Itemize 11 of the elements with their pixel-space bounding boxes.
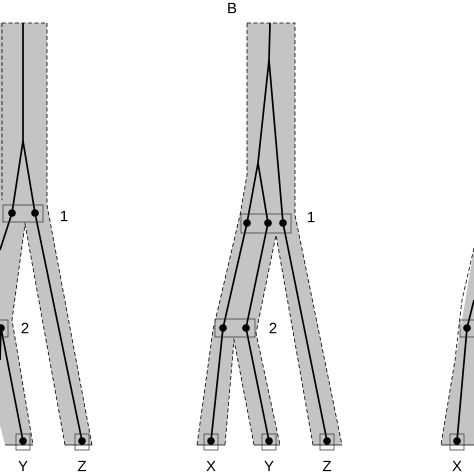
event-number: 2 (22, 322, 28, 334)
species-label: Y (264, 460, 274, 472)
panel-letter: B (228, 2, 236, 14)
event-number: 1 (60, 210, 68, 222)
event-number: 1 (308, 212, 314, 222)
event-number: 2 (270, 322, 276, 334)
species-label: X (206, 460, 216, 472)
species-label: Z (78, 460, 86, 472)
species-label: Z (322, 460, 332, 472)
species-label: Y (18, 460, 28, 472)
species-label: X (452, 460, 462, 472)
